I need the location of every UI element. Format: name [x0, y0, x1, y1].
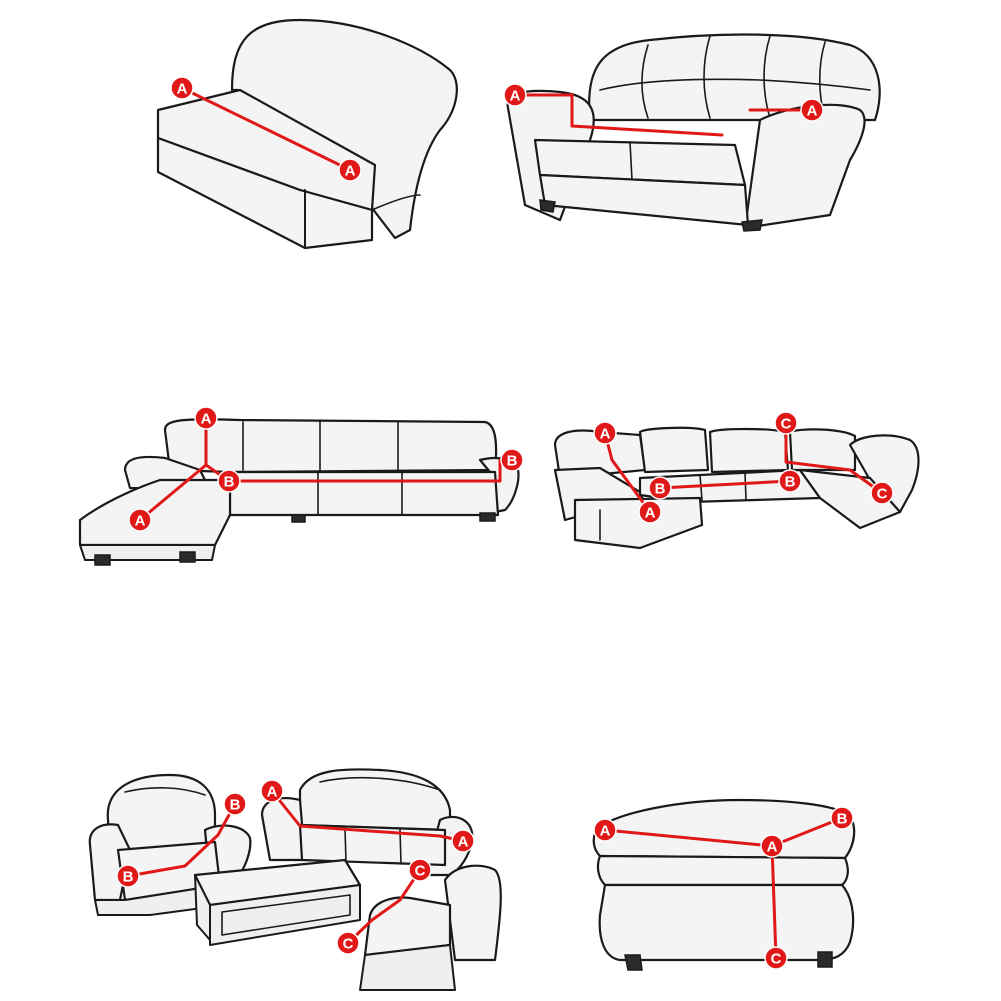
marker-label: A [767, 839, 778, 856]
marker-c: C [870, 481, 894, 505]
marker-circle [800, 98, 824, 122]
marker-label: A [458, 834, 469, 851]
marker-a: A [503, 83, 527, 107]
marker-circle [593, 421, 617, 445]
marker-label: B [837, 811, 848, 828]
ottoman-illustration [592, 798, 856, 971]
marker-a: A [128, 508, 152, 532]
marker-a: A [800, 98, 824, 122]
ottoman-measure-line [770, 844, 778, 960]
marker-label: A [267, 784, 278, 801]
marker-label: A [510, 88, 521, 105]
living-room-set-measure-line [346, 868, 422, 945]
marker-c: C [336, 931, 360, 955]
marker-a: A [170, 76, 194, 100]
marker-label: A [600, 823, 611, 840]
cushioned-sofa-measurements: AA [503, 83, 824, 137]
marker-circle [648, 476, 672, 500]
marker-label: C [781, 416, 792, 433]
marker-label: A [177, 81, 188, 98]
marker-circle [223, 792, 247, 816]
marker-b: B [500, 448, 524, 472]
marker-a: A [593, 421, 617, 445]
marker-circle [593, 818, 617, 842]
marker-b: B [217, 469, 241, 493]
marker-c: C [764, 946, 788, 970]
u-shaped-sectional-measure-line [784, 421, 884, 495]
marker-b: B [116, 864, 140, 888]
marker-circle [638, 500, 662, 524]
marker-a: A [338, 158, 362, 182]
marker-a: A [760, 834, 784, 858]
marker-circle [778, 469, 802, 493]
marker-label: A [807, 103, 818, 120]
marker-circle [260, 779, 284, 803]
armless-loveseat-illustration [156, 18, 458, 250]
marker-a: A [593, 818, 617, 842]
marker-label: A [645, 505, 656, 522]
marker-c: C [774, 411, 798, 435]
marker-circle [451, 829, 475, 853]
cushioned-sofa-illustration [506, 33, 881, 232]
marker-label: A [135, 513, 146, 530]
marker-circle [774, 411, 798, 435]
marker-a: A [260, 779, 284, 803]
living-room-set-measurements: A A B B C C [116, 779, 475, 955]
marker-label: A [600, 426, 611, 443]
ottoman-measurements: A A B C [593, 806, 854, 970]
living-room-set-measure-line [126, 802, 237, 878]
marker-circle [500, 448, 524, 472]
marker-label: B [123, 869, 134, 886]
marker-a: A [194, 406, 218, 430]
cushioned-sofa-measure-line [513, 93, 724, 137]
marker-label: B [655, 481, 666, 498]
marker-label: C [771, 951, 782, 968]
marker-a: A [451, 829, 475, 853]
marker-b: B [778, 469, 802, 493]
marker-label: B [230, 797, 241, 814]
marker-circle [217, 469, 241, 493]
living-room-set-illustration [88, 768, 502, 991]
marker-circle [764, 946, 788, 970]
marker-b: B [648, 476, 672, 500]
living-room-set-measure-line [270, 789, 465, 843]
marker-label: B [507, 453, 518, 470]
marker-circle [170, 76, 194, 100]
marker-label: B [224, 474, 235, 491]
marker-b: B [830, 806, 854, 830]
marker-circle [338, 158, 362, 182]
marker-circle [503, 83, 527, 107]
marker-circle [194, 406, 218, 430]
marker-label: A [345, 163, 356, 180]
marker-circle [336, 931, 360, 955]
marker-circle [408, 858, 432, 882]
marker-c: C [408, 858, 432, 882]
marker-b: B [223, 792, 247, 816]
marker-label: C [343, 936, 354, 953]
l-shaped-sectional-illustration [78, 418, 520, 566]
marker-circle [760, 834, 784, 858]
marker-label: C [415, 863, 426, 880]
marker-label: B [785, 474, 796, 491]
marker-circle [870, 481, 894, 505]
l-shaped-sectional-measurements: A A B B [128, 406, 524, 532]
marker-circle [128, 508, 152, 532]
marker-a: A [638, 500, 662, 524]
marker-circle [830, 806, 854, 830]
armless-loveseat-measurements: AA [170, 76, 362, 182]
marker-label: C [877, 486, 888, 503]
marker-label: A [201, 411, 212, 428]
u-shaped-sectional-measure-line [658, 479, 792, 490]
armless-loveseat-measure-line [180, 86, 352, 172]
marker-circle [116, 864, 140, 888]
